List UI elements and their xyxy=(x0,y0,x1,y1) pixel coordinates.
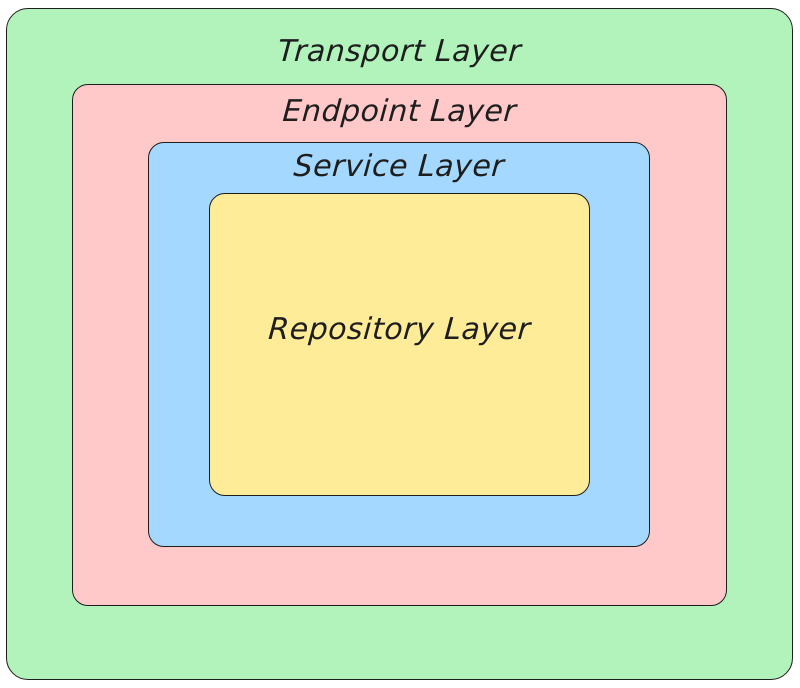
endpoint-layer-label: Endpoint Layer xyxy=(281,94,518,129)
repository-layer-box: Repository Layer xyxy=(209,193,590,496)
service-layer-label: Service Layer xyxy=(292,149,506,184)
transport-layer-label: Transport Layer xyxy=(276,34,523,69)
repository-layer-label: Repository Layer xyxy=(267,312,532,347)
